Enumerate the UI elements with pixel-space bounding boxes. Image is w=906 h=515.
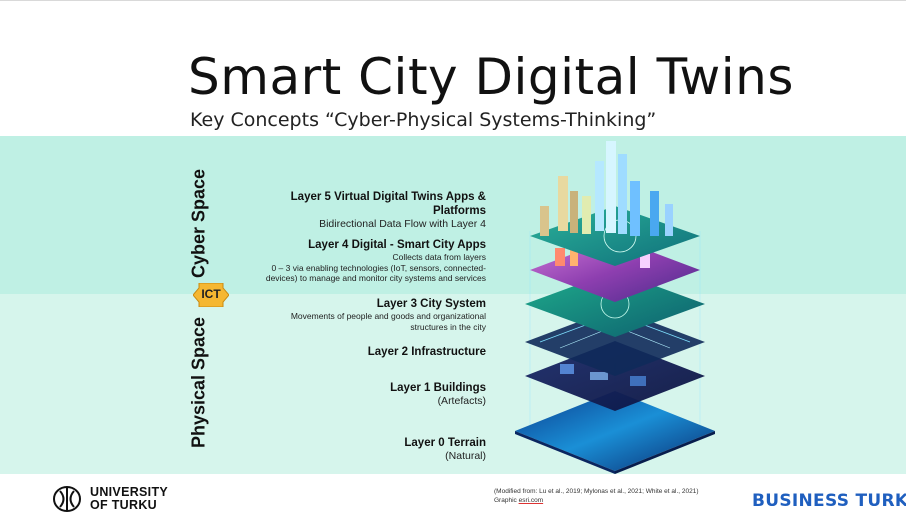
university-line-1: UNIVERSITY	[90, 485, 169, 499]
credit-link[interactable]: esri.com	[518, 496, 544, 504]
layer-5-desc: Bidirectional Data Flow with Layer 4	[319, 218, 486, 230]
cyber-space-label: Cyber Space	[188, 168, 209, 279]
layer-4-title: Layer 4 Digital - Smart City Apps	[308, 239, 486, 251]
cyber-space-band	[0, 136, 906, 294]
credit-line-1: (Modified from: Lu et al., 2019; Mylonas…	[494, 488, 699, 495]
credit-prefix: Graphic	[494, 496, 519, 504]
smart-city-layers-illustration	[515, 141, 715, 474]
layer-3-title: Layer 3 City System	[376, 298, 486, 310]
layer-4-desc-2: 0 – 3 via enabling technologies (IoT, se…	[271, 262, 486, 273]
ict-label: ICT	[201, 287, 221, 301]
ict-arrow-icon	[193, 283, 229, 307]
physical-space-label: Physical Space	[188, 316, 209, 449]
source-credit: (Modified from: Lu et al., 2019; Mylonas…	[494, 488, 699, 505]
university-crest-icon	[53, 486, 81, 512]
university-line-2: OF TURKU	[90, 498, 157, 512]
layer-1-title: Layer 1 Buildings	[390, 382, 486, 394]
layer-4-desc-1: Collects data from layers	[392, 252, 486, 262]
layer-2-block: Layer 2 Infrastructure	[368, 345, 486, 359]
layer-0-block: Layer 0 Terrain (Natural)	[404, 436, 486, 463]
layer-0-desc: (Natural)	[445, 450, 486, 462]
layer-0-title: Layer 0 Terrain	[404, 437, 486, 449]
layer-1-desc: (Artefacts)	[437, 395, 486, 407]
slide-title: Smart City Digital Twins	[188, 48, 794, 106]
layer-4-desc-3: devices) to manage and monitor city syst…	[265, 273, 486, 283]
layer-3-desc-1: Movements of people and goods and organi…	[290, 311, 486, 321]
layer-5-block: Layer 5 Virtual Digital Twins Apps & Pla…	[291, 190, 486, 231]
business-turku-logo: BUSINESS TURKU	[752, 491, 906, 511]
layer-3-desc-2: structures in the city	[410, 321, 486, 332]
layer-4-block: Layer 4 Digital - Smart City Apps Collec…	[266, 238, 486, 284]
university-logo-text: UNIVERSITY OF TURKU	[90, 486, 168, 512]
slide-top-border	[0, 0, 906, 1]
layer-3-block: Layer 3 City System Movements of people …	[291, 297, 486, 332]
ict-badge: ICT	[193, 283, 229, 307]
layer-5-title-cont: Platforms	[432, 205, 486, 217]
layer-2-title: Layer 2 Infrastructure	[367, 346, 486, 358]
slide-subtitle: Key Concepts “Cyber-Physical Systems-Thi…	[190, 109, 657, 131]
layer-5-title: Layer 5 Virtual Digital Twins Apps &	[290, 191, 486, 203]
physical-space-band	[0, 294, 906, 474]
layer-1-block: Layer 1 Buildings (Artefacts)	[390, 381, 486, 408]
